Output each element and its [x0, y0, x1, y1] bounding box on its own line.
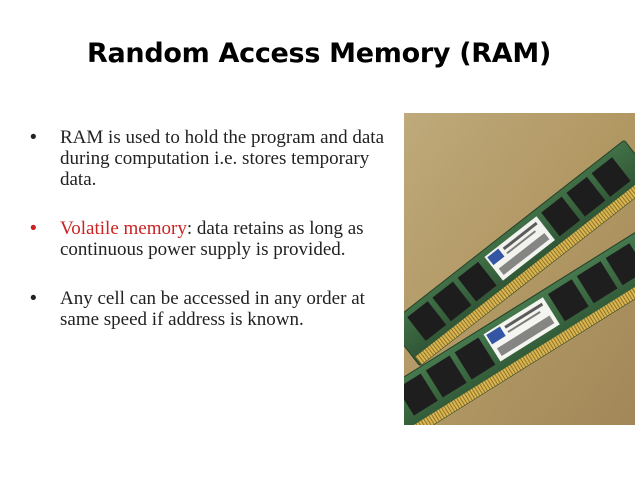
bullet-text: Any cell can be accessed in any order at… [60, 288, 365, 330]
bullet-dot-icon: • [30, 218, 37, 239]
ram-modules-photo [404, 113, 635, 425]
bullet-dot-icon: • [30, 288, 37, 309]
bullet-item-volatile: • Volatile memory: data retains as long … [30, 218, 400, 260]
slide-title: Random Access Memory (RAM) [86, 38, 551, 69]
bullet-highlight: Volatile memory [60, 218, 187, 239]
ram-photo-icon [404, 113, 635, 425]
bullet-dot-icon: • [30, 127, 37, 148]
bullet-text: RAM is used to hold the program and data… [60, 127, 385, 190]
bullet-item-access: • Any cell can be accessed in any order … [30, 288, 400, 330]
bullet-item-ram-purpose: • RAM is used to hold the program and da… [30, 127, 400, 190]
bullet-text: : data retains as long as continuous pow… [60, 218, 364, 260]
bullet-list: • RAM is used to hold the program and da… [30, 127, 400, 358]
